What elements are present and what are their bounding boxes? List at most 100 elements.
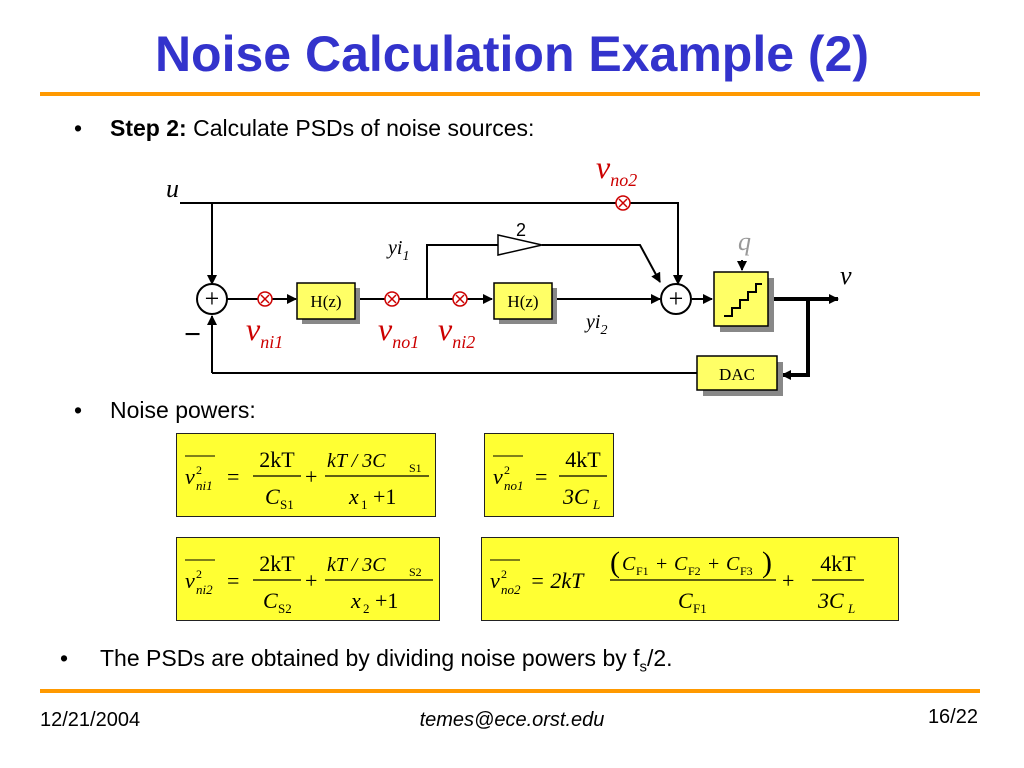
- input-label: u: [166, 174, 179, 203]
- eq4-t2-den: 3C: [817, 588, 844, 613]
- q-label: q: [738, 227, 751, 256]
- eq4-c2-sub: F2: [688, 564, 701, 578]
- eq3-lhs-sub: ni2: [196, 582, 213, 597]
- vno2-sub: no2: [610, 170, 637, 190]
- yi2-base: yi: [584, 311, 600, 333]
- eq1-t2-num: kT / 3C: [327, 450, 386, 472]
- eq3-t1-num: 2kT: [259, 551, 295, 576]
- vno1-base: v: [378, 311, 393, 347]
- eq2-lhs-sub: no1: [504, 478, 524, 493]
- eq3-t2-num-sub: S2: [409, 565, 422, 579]
- eq2-den-sub: L: [592, 497, 600, 512]
- footer-email: temes@ece.orst.edu: [419, 709, 605, 731]
- eq4-c3-sub: F3: [740, 564, 753, 578]
- eq1-t1-den: C: [265, 484, 280, 509]
- svg-text:v: v: [185, 568, 195, 593]
- eq4-lhs-sub: no2: [501, 582, 521, 597]
- quantizer-staircase-icon: [724, 283, 762, 317]
- psd-note-post: /2.: [647, 645, 673, 671]
- eq3-t1-den-sub: S2: [278, 601, 292, 616]
- eq4-c1-sub: F1: [636, 564, 649, 578]
- bullet-dot: •: [74, 115, 83, 141]
- eq1-equals: =: [227, 464, 239, 489]
- eq3-t1-den: C: [263, 588, 278, 613]
- summer-1-plus: +: [205, 284, 220, 313]
- vno1-sub: no1: [392, 332, 419, 352]
- eq3-equals: =: [227, 568, 239, 593]
- eq1-t1-den-sub: S1: [280, 497, 294, 512]
- eq1-t1-num: 2kT: [259, 447, 295, 472]
- bullet-dot: •: [60, 645, 69, 671]
- bullet-psd-note: • The PSDs are obtained by dividing nois…: [60, 644, 673, 682]
- vni2-sub: ni2: [452, 332, 475, 352]
- bullet-noise-powers: • Noise powers:: [74, 396, 256, 424]
- eq3-plus: +: [305, 568, 317, 593]
- hz-block-1: [296, 282, 356, 320]
- yi1-sub: 1: [402, 249, 409, 264]
- svg-text:2: 2: [501, 567, 507, 581]
- eq3-x-tail: +1: [375, 588, 398, 613]
- eq4-c1: C: [622, 553, 636, 575]
- eq4-den: C: [678, 588, 693, 613]
- equation-box-vno1: v 2 no1 = 4kT 3C L: [484, 433, 614, 517]
- equation-vni1: v 2 ni1 = 2kT C S1 + kT / 3C S1 x 1 +1: [185, 447, 429, 512]
- yi1-base: yi: [386, 237, 402, 259]
- bullet-dot: •: [74, 397, 83, 423]
- svg-text:2: 2: [196, 463, 202, 477]
- eq4-plus-a: +: [656, 553, 667, 575]
- psd-note-pre: The PSDs are obtained by dividing noise …: [100, 645, 640, 671]
- svg-text:yi1: yi1: [386, 237, 409, 264]
- eq4-den-sub: F1: [693, 601, 707, 616]
- eq3-x: x: [350, 588, 361, 613]
- equation-vno1: v 2 no1 = 4kT 3C L: [493, 447, 607, 512]
- svg-text:vno1: vno1: [378, 311, 419, 352]
- dac-block: [696, 355, 778, 391]
- svg-text:yi2: yi2: [584, 311, 607, 338]
- eq2-num: 4kT: [565, 447, 601, 472]
- svg-text:vno2: vno2: [596, 149, 637, 190]
- vno2-base: v: [596, 149, 611, 185]
- summer-2-plus: +: [669, 284, 684, 313]
- eq4-prefix: = 2kT: [530, 568, 585, 593]
- bullet-step2: • Step 2: Calculate PSDs of noise source…: [74, 114, 535, 142]
- svg-text:v: v: [185, 464, 195, 489]
- gain-label: 2: [516, 220, 526, 240]
- psd-note-sub: s: [639, 658, 647, 676]
- bullet-text: Calculate PSDs of noise sources:: [186, 115, 535, 141]
- eq1-lhs-sub: ni1: [196, 478, 213, 493]
- equation-box-vni1: v 2 ni1 = 2kT C S1 + kT / 3C S1 x 1 +1: [176, 433, 436, 517]
- svg-text:(: (: [610, 546, 620, 579]
- eq1-x-tail: +1: [373, 484, 396, 509]
- output-label: v: [840, 261, 852, 290]
- eq3-t2-num: kT / 3C: [327, 554, 386, 576]
- eq1-plus: +: [305, 464, 317, 489]
- equation-box-vno2: v 2 no2 = 2kT ( C F1 + C F2 + C F3 ) C F…: [481, 537, 899, 621]
- eq4-plus: +: [782, 568, 794, 593]
- svg-text:vni2: vni2: [438, 311, 475, 352]
- eq3-x-sub: 2: [363, 601, 370, 616]
- equation-box-vni2: v 2 ni2 = 2kT C S2 + kT / 3C S2 x 2 +1: [176, 537, 440, 621]
- footer-page-number: 16/22: [927, 706, 978, 728]
- block-diagram: 2 + + H(z) H(z) DAC u v − q yi1 yi2 vni1…: [166, 149, 852, 396]
- vni1-base: v: [246, 311, 261, 347]
- bullet-bold: Step 2:: [110, 115, 187, 141]
- vni1-sub: ni1: [260, 332, 283, 352]
- minus-sign: −: [184, 318, 201, 351]
- summer-2: [660, 283, 692, 315]
- equation-vni2: v 2 ni2 = 2kT C S2 + kT / 3C S2 x 2 +1: [185, 551, 433, 616]
- eq2-den: 3C: [562, 484, 589, 509]
- eq1-x: x: [348, 484, 359, 509]
- eq1-t2-num-sub: S1: [409, 461, 422, 475]
- eq4-t2-den-sub: L: [847, 601, 855, 616]
- equation-vno2: v 2 no2 = 2kT ( C F1 + C F2 + C F3 ) C F…: [490, 546, 864, 616]
- eq2-equals: =: [535, 464, 547, 489]
- dac-label: DAC: [719, 365, 755, 384]
- svg-text:v: v: [490, 568, 500, 593]
- title-rule: [40, 92, 980, 96]
- hz-block-2: [493, 282, 553, 320]
- eq4-plus-b: +: [708, 553, 719, 575]
- eq4-c3: C: [726, 553, 740, 575]
- hz-block-1-label: H(z): [310, 292, 341, 311]
- slide-title: Noise Calculation Example (2): [154, 26, 870, 82]
- eq1-x-sub: 1: [361, 497, 368, 512]
